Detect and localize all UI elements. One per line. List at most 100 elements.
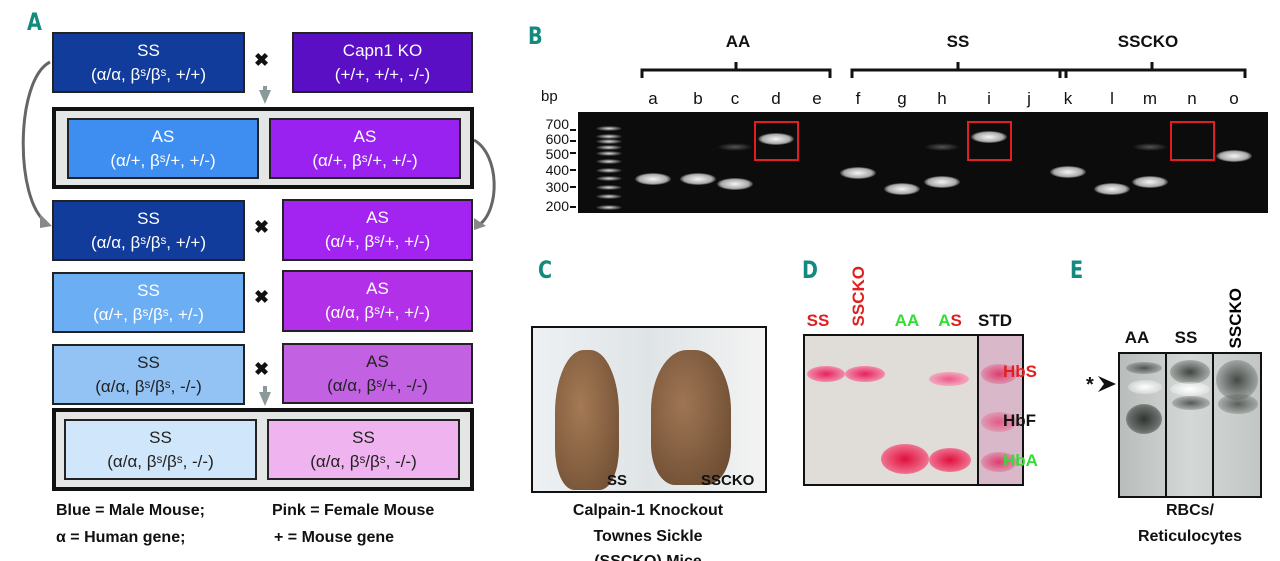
caption-c-line1: Calpain-1 Knockout <box>572 502 724 519</box>
dna-band <box>1094 183 1130 195</box>
mouse-label-sscko: SSCKO <box>701 472 755 489</box>
panel-label-a: A <box>27 8 42 36</box>
ladder-tick <box>570 140 576 142</box>
lane-label-as: AS <box>938 311 962 330</box>
genotype-box-ss-male-2: SS(α/α, βˢ/βˢ, +/+) <box>52 200 245 261</box>
cross-icon: ✖ <box>254 217 270 237</box>
lane-label-o: o <box>1229 89 1239 108</box>
highlight-box-i <box>967 121 1012 161</box>
band-ss-white <box>1170 382 1210 396</box>
ladder-label-400: 400 <box>545 162 569 178</box>
ladder-band <box>596 151 622 156</box>
lane-label-sscko: SSCKO <box>849 266 868 327</box>
ladder-tick <box>570 206 576 208</box>
legend-blue: Blue = Male Mouse; <box>56 502 205 519</box>
mouse-sscko-image <box>651 350 731 485</box>
dna-band <box>1050 165 1086 178</box>
lane-label-c: c <box>730 89 740 108</box>
dna-band <box>1216 150 1252 163</box>
genotype-box-sscko-male: SS(α/α, βˢ/βˢ, -/-) <box>64 419 257 480</box>
lane-label-g: g <box>897 89 907 108</box>
arrowhead-icon <box>1098 376 1116 392</box>
genotype-box-capn1-ko: Capn1 KO(+/+, +/+, -/-) <box>292 32 473 93</box>
band-as-hba <box>929 448 971 472</box>
caption-e-line1: RBCs/ <box>1165 502 1215 519</box>
genotype-box-as-female-4: AS(α/α, βˢ/+, -/-) <box>282 343 473 404</box>
ladder-tick <box>570 152 576 154</box>
ladder-label-500: 500 <box>545 146 569 162</box>
lane-label-n: n <box>1187 89 1197 108</box>
highlight-box-n <box>1170 121 1215 161</box>
arrowhead-left <box>40 214 52 228</box>
dna-band <box>635 172 671 185</box>
caption-e-line2: Reticulocytes <box>1137 528 1243 545</box>
lane-label-sscko-e: SSCKO <box>1226 288 1245 349</box>
panel-label-e: E <box>1070 256 1084 284</box>
legend-alpha: α = Human gene; <box>56 529 186 546</box>
breeding-arrows <box>21 60 496 406</box>
dna-band <box>1132 143 1168 151</box>
arrowhead-right <box>474 218 486 230</box>
lane-label-ss-e: SS <box>1174 328 1198 347</box>
ladder-tick <box>570 129 576 131</box>
lane-label-d: d <box>771 89 781 108</box>
genotype-box-as-female-3: AS(α/α, βˢ/+, +/-) <box>282 270 473 332</box>
dna-band <box>924 143 960 151</box>
hbf-label: HbF <box>1003 411 1037 430</box>
asterisk-marker: * <box>1086 374 1094 396</box>
group-label-aa: AA <box>725 32 751 51</box>
lane-label-aa: AA <box>894 311 920 330</box>
lane-label-aa-e: AA <box>1124 328 1150 347</box>
ladder-label-600: 600 <box>545 131 569 147</box>
lane-label-std: STD <box>978 311 1012 330</box>
genotype-box-as-female: AS(α/+, βˢ/+, +/-) <box>269 118 461 179</box>
ladder-band <box>596 139 622 144</box>
genotype-box-ss-male-4: SS(α/α, βˢ/βˢ, -/-) <box>52 344 245 405</box>
ladder-band <box>596 168 622 173</box>
ladder-band <box>596 194 622 199</box>
highlight-box-d <box>754 121 799 161</box>
legend-plus: + = Mouse gene <box>274 529 395 546</box>
band-ss-hbs <box>807 366 845 382</box>
group-brackets <box>640 62 1247 78</box>
lane-label-f: f <box>855 89 861 108</box>
dna-band <box>717 143 753 151</box>
ektacytometry-gel <box>1118 352 1262 498</box>
curved-arrow-left <box>21 60 51 224</box>
std-band-hbf <box>981 412 1017 432</box>
lane-label-e: e <box>812 89 822 108</box>
lane-label-j: j <box>1027 89 1031 108</box>
down-arrow-1 <box>259 90 271 104</box>
group-label-sscko: SSCKO <box>1117 32 1179 51</box>
genotype-box-sscko-female: SS(α/α, βˢ/βˢ, -/-) <box>267 419 460 480</box>
panel-label-d: D <box>802 256 818 284</box>
dna-band <box>971 130 1007 143</box>
std-band-hba <box>981 452 1017 472</box>
caption-c-line2: Townes Sickle <box>593 528 703 545</box>
ladder-band <box>596 185 622 190</box>
ladder-band <box>596 159 622 164</box>
std-band-hbs <box>981 364 1017 384</box>
ladder-label-700: 700 <box>545 116 569 132</box>
ladder-band <box>596 134 622 139</box>
dna-band <box>840 167 876 180</box>
ladder-tick <box>570 186 576 188</box>
band-aa-white <box>1128 380 1162 394</box>
lane-label-ss: SS <box>806 311 830 330</box>
caption-c-line3: (SSCKO) Mice <box>594 553 702 561</box>
ladder-label-300: 300 <box>545 179 569 195</box>
dna-band <box>717 177 753 190</box>
lane-label-l: l <box>1110 89 1114 108</box>
genotype-box-ss-male-3: SS(α/+, βˢ/βˢ, +/-) <box>52 272 245 333</box>
dna-band <box>924 175 960 188</box>
band-as-hbs <box>929 372 969 386</box>
ladder-band <box>596 176 622 181</box>
mouse-ss-image <box>555 350 619 490</box>
group-label-ss: SS <box>946 32 970 51</box>
dna-band <box>1132 175 1168 188</box>
band-aa-hba <box>881 444 929 474</box>
genotype-box-as-male: AS(α/+, βˢ/+, +/-) <box>67 118 259 179</box>
hba-label: HbA <box>1003 451 1038 470</box>
panel-label-c: C <box>538 256 553 284</box>
